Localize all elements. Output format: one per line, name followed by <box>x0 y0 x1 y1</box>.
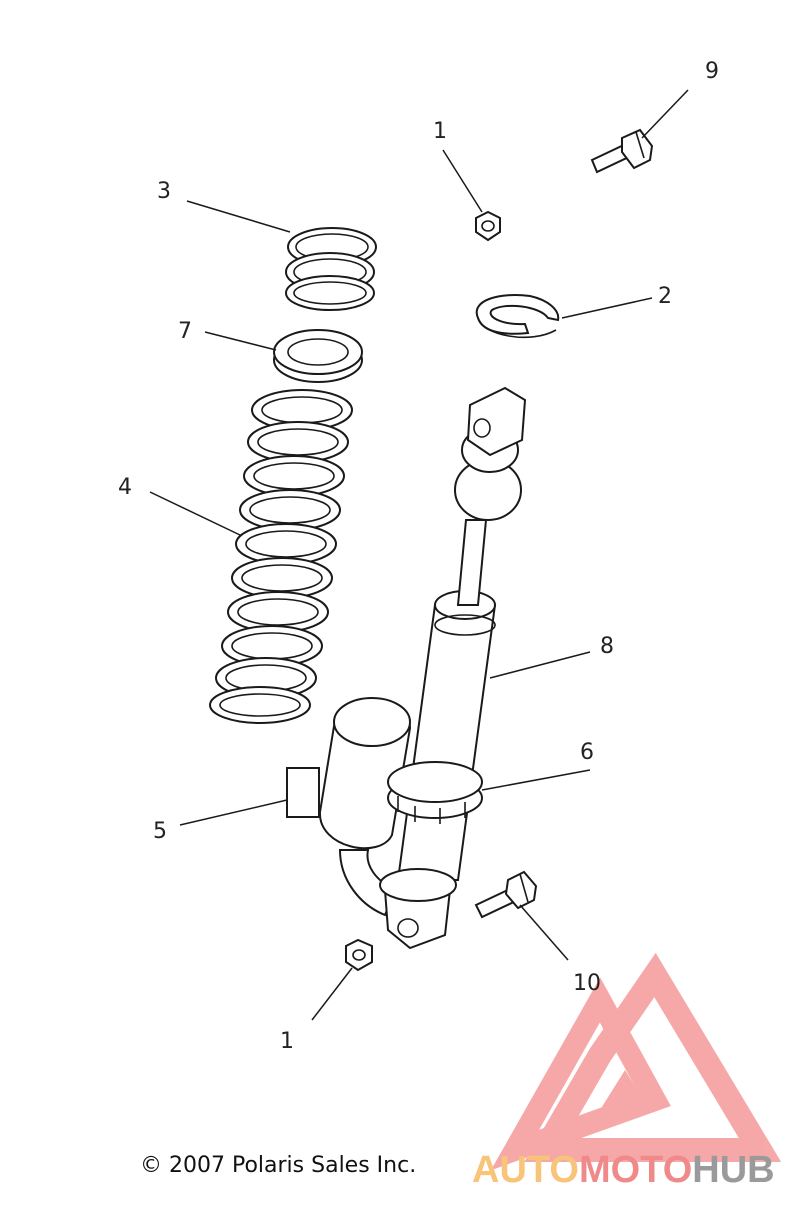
callout-4: 4 <box>118 475 132 500</box>
part-7-spacer <box>273 329 363 383</box>
callout-1-bottom: 1 <box>280 1029 294 1054</box>
part-1-nut-bottom <box>345 938 373 972</box>
leader-lines <box>149 89 689 1021</box>
callout-8: 8 <box>600 634 614 659</box>
automotohub-wordmark: AUTOMOTOHUB <box>472 1149 775 1191</box>
part-5-label <box>286 767 320 818</box>
part-3-crossover-spring <box>285 227 377 311</box>
callout-9: 9 <box>705 59 719 84</box>
part-6-preload-collar <box>387 761 483 824</box>
automotohub-logo-mark <box>490 952 782 1171</box>
part-2-retainer-clip <box>475 294 560 339</box>
part-1-nut-top <box>475 210 501 242</box>
part-4-coil-spring <box>209 389 353 724</box>
part-10-bolt <box>474 870 538 919</box>
callout-5: 5 <box>153 819 167 844</box>
callout-6: 6 <box>580 740 594 765</box>
callout-10: 10 <box>573 971 601 996</box>
callout-2: 2 <box>658 284 672 309</box>
callout-7: 7 <box>178 319 192 344</box>
part-8-shock-absorber <box>318 386 527 950</box>
copyright-text: © 2007 Polaris Sales Inc. <box>140 1153 416 1178</box>
part-9-bolt <box>590 128 654 174</box>
callout-1-top: 1 <box>433 119 447 144</box>
callout-labels: 9 1 3 2 7 4 8 6 5 10 1 <box>118 59 719 1054</box>
wordmark-auto: AUTO <box>472 1149 579 1191</box>
callout-3: 3 <box>157 179 171 204</box>
wordmark-hub: HUB <box>692 1149 774 1191</box>
wordmark-moto: MOTO <box>579 1149 692 1191</box>
